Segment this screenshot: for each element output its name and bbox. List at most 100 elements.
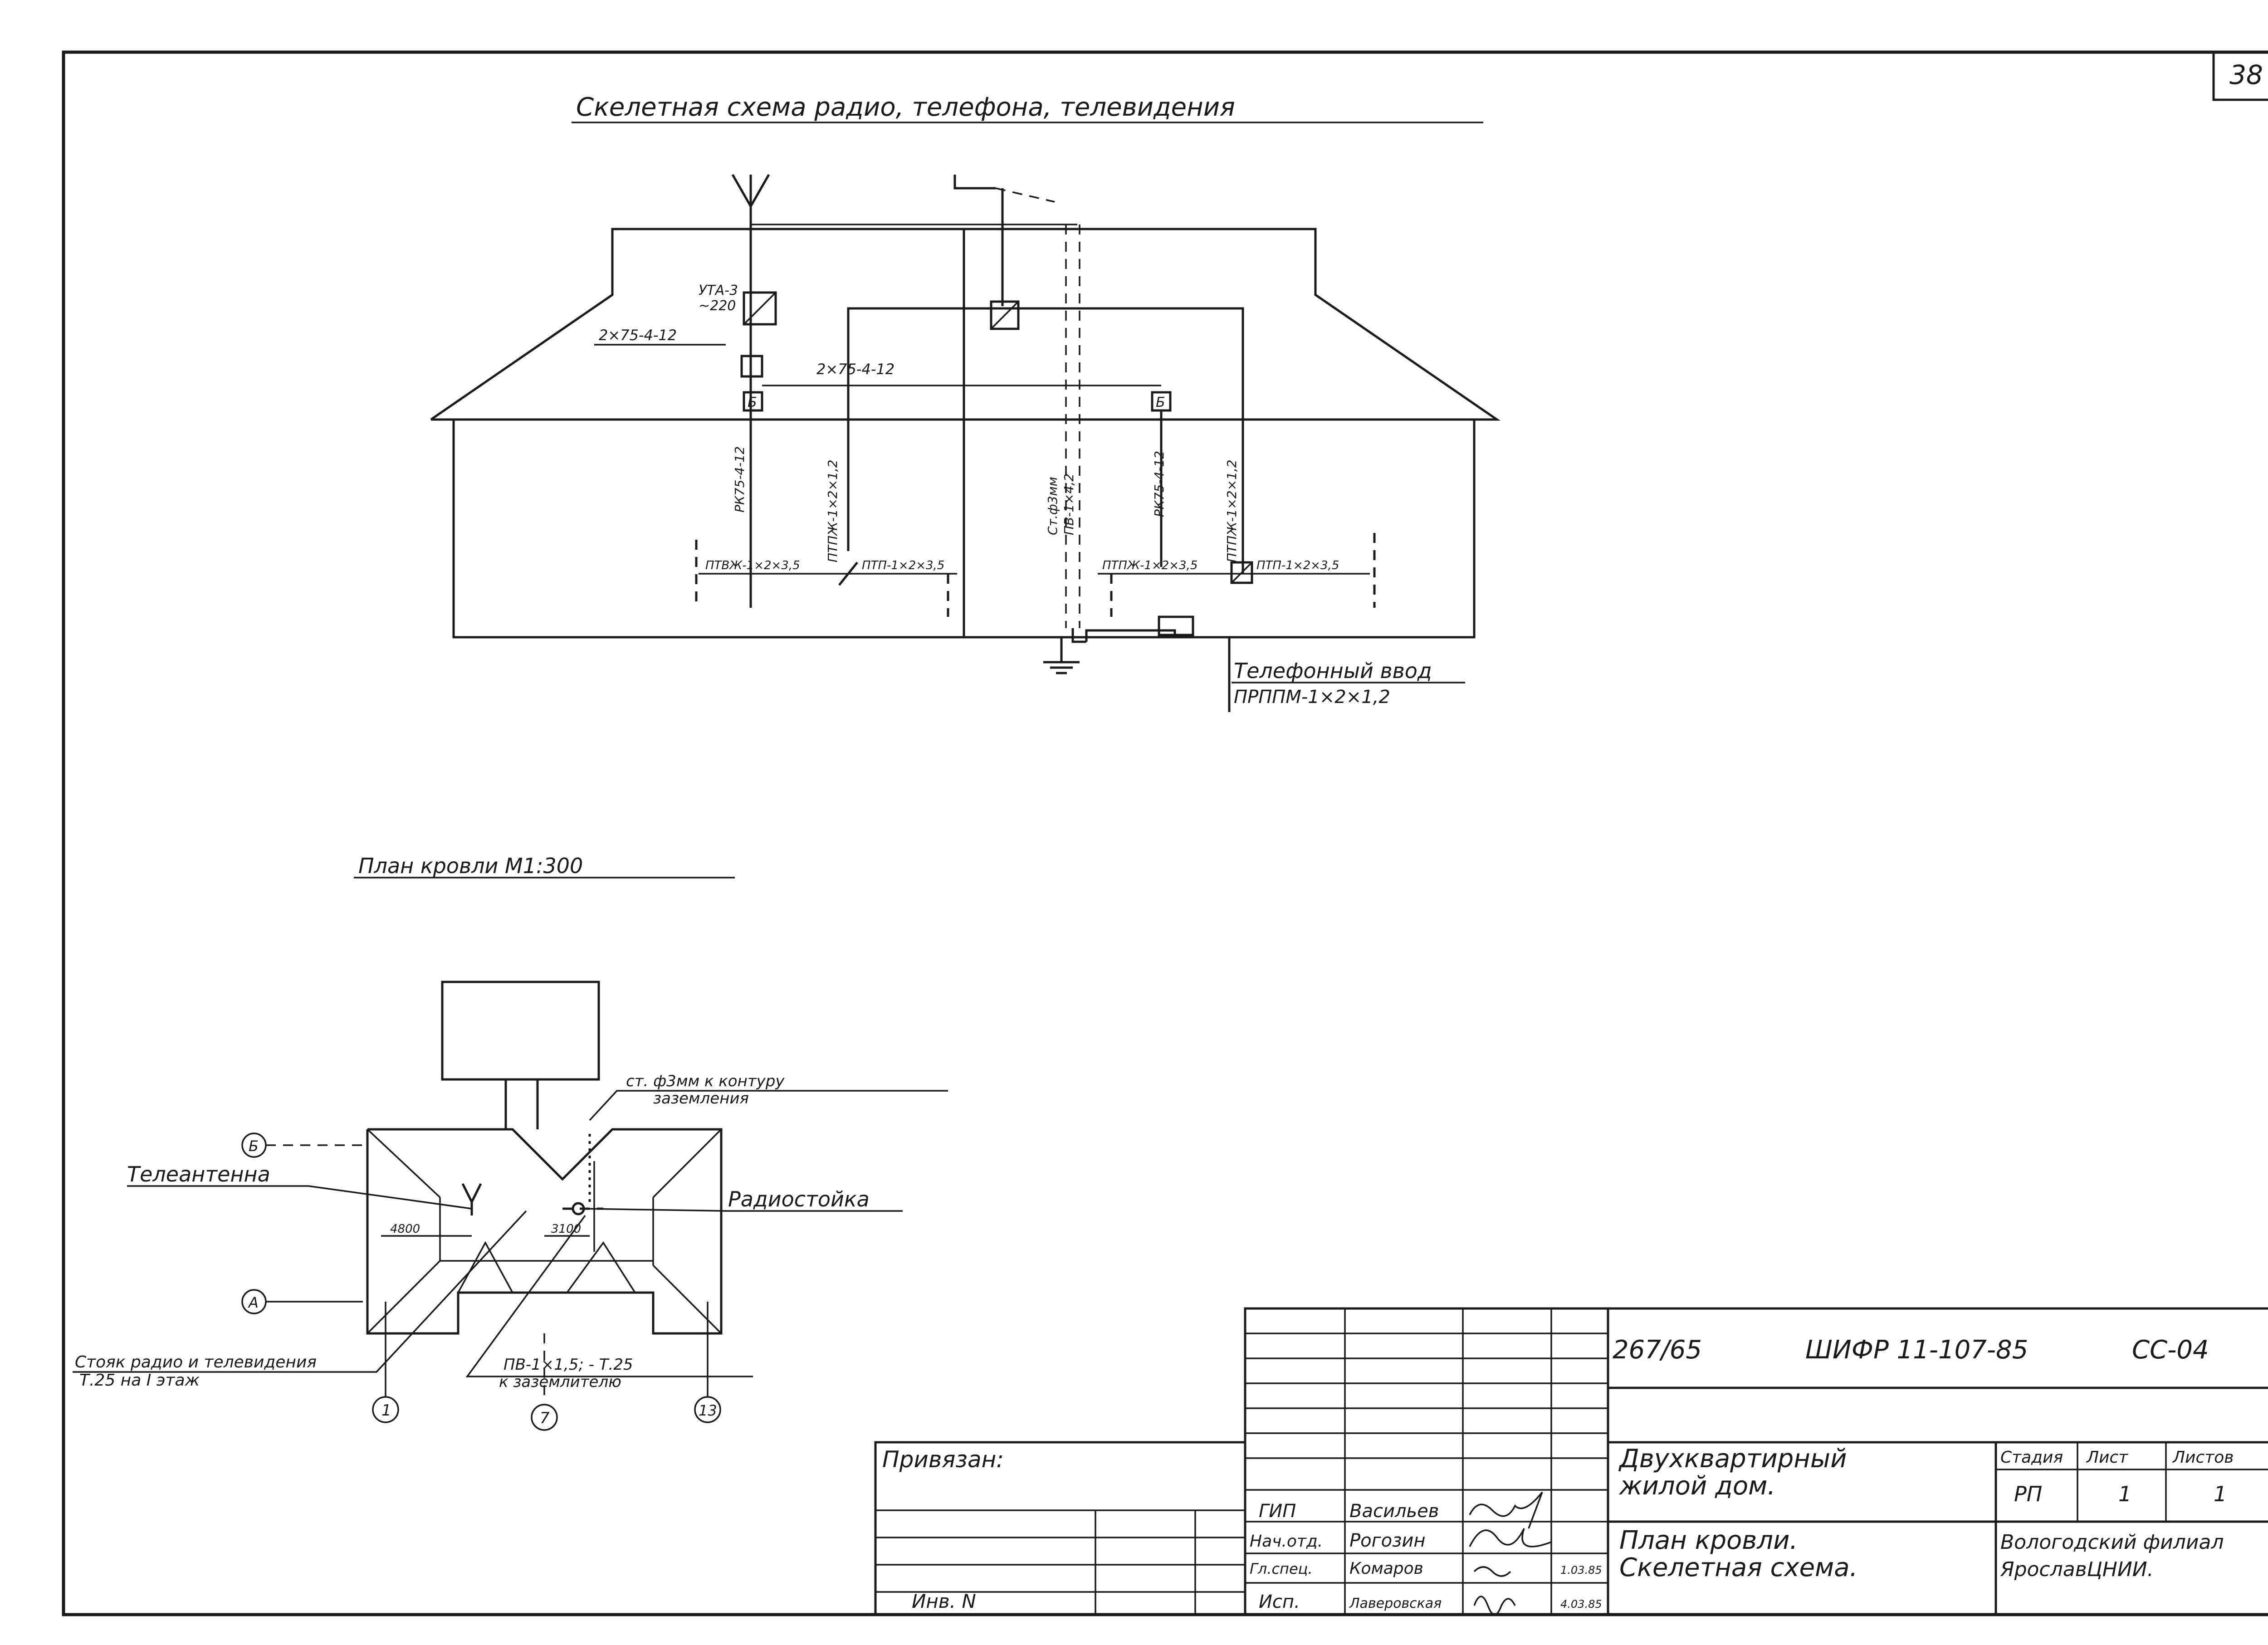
sheet-number-box: [2212, 51, 2268, 101]
sheets-header: Листов: [2172, 1448, 2234, 1467]
sig-role: Нач.отд.: [1250, 1532, 1323, 1551]
sheet-number: 38: [2229, 59, 2263, 90]
skeleton-scheme-title: Скелетная схема радио, телефона, телевид…: [576, 93, 1235, 122]
branch-right-transformer: [1230, 561, 1253, 584]
riser-left2-label: ПТПЖ-1×2×1,2: [825, 459, 840, 562]
splitter-box: [740, 355, 763, 378]
sig-name: Васильев: [1349, 1501, 1439, 1522]
sig-role: Исп.: [1259, 1591, 1300, 1612]
riser-left-label: РК75-4-12: [732, 446, 747, 513]
roof-plan: План кровли М1:300 Телеантенна Радиостой…: [73, 854, 948, 1431]
radio-transformer-diag: [990, 301, 1019, 330]
inv-label: Инв. N: [912, 1590, 976, 1612]
bound-frame: [874, 1441, 1246, 1616]
roof-outline: [366, 1128, 723, 1335]
valley-left: [457, 1241, 513, 1293]
hip-line: [367, 1128, 441, 1198]
stage-value: РП: [2014, 1482, 2042, 1506]
sheet-value: 1: [2118, 1482, 2131, 1506]
branch-right-a-label: ПТПЖ-1×2×3,5: [1102, 559, 1198, 572]
roof-plan-title: План кровли М1:300: [358, 854, 583, 878]
annex-block: [441, 981, 600, 1081]
sig-name: Комаров: [1349, 1559, 1423, 1578]
outlet-box-left: [743, 391, 763, 412]
sig-date: 1.03.85: [1560, 1564, 1602, 1577]
riser-right2-label: ПТПЖ-1×2×1,2: [1224, 459, 1239, 562]
signature-scribble: [1469, 1491, 1543, 1529]
signature-scribble: [1473, 1596, 1516, 1616]
ground-note-leader: [589, 1090, 948, 1121]
building-roof-outline: [430, 228, 1501, 421]
phone-junction-box: [1158, 615, 1194, 636]
amplifier-diag: [743, 292, 777, 325]
stage-header: Стадия: [2000, 1448, 2063, 1467]
axis-marker-1: [372, 1396, 399, 1423]
axis-marker-13: [694, 1396, 721, 1423]
hip-line: [367, 1260, 441, 1334]
axis-label-1: 1: [381, 1401, 391, 1420]
sig-role: ГИП: [1259, 1501, 1296, 1522]
ground-lead: [1071, 628, 1086, 643]
phone-line: [1085, 629, 1231, 712]
riser-note-leader: [73, 1210, 527, 1373]
amplifier-label: УТА-3~220: [699, 283, 738, 314]
axis-marker-7: [531, 1404, 558, 1431]
hip-line: [652, 1128, 722, 1198]
sheet-header: Лист: [2086, 1448, 2128, 1467]
dim-mid: 3100: [551, 1222, 581, 1236]
radio-stand-leader: [585, 1208, 903, 1212]
axis-label-7: 7: [540, 1409, 550, 1427]
title-block: Привязан: Инв. N 267/65 ШИФР 11-107-85 С…: [874, 1307, 2268, 1616]
radio-stand-dash: [995, 187, 1055, 203]
branch-left-b-label: ПТП-1×2×3,5: [862, 559, 944, 572]
signature-scribble: [1469, 1528, 1552, 1547]
amplifier-box: [743, 291, 777, 326]
signature-scribble: [1473, 1566, 1511, 1577]
hip-line: [652, 1264, 722, 1334]
sheet-frame: [62, 50, 2268, 1616]
cable-mid-label: 2×75-4-12: [816, 361, 894, 378]
branch-left-a-label: ПТВЖ-1×2×3,5: [705, 559, 800, 572]
sig-name: Лаверовская: [1349, 1596, 1442, 1611]
phone-input-label: Телефонный ввод: [1234, 659, 1432, 683]
tv-antenna-label: Телеантенна: [127, 1162, 270, 1186]
sheets-value: 1: [2214, 1482, 2227, 1506]
radio-stand-label: Радиостойка: [728, 1187, 870, 1211]
branch-left-transformer: [838, 561, 858, 586]
cable-top-label: 2×75-4-12: [599, 327, 677, 344]
axis-label-b: Б: [249, 1137, 259, 1155]
skeleton-scheme: Скелетная схема радио, телефона, телевид…: [430, 93, 1501, 712]
radio-transformer: [990, 300, 1020, 330]
tv-antenna-leader: [127, 1185, 472, 1210]
branch-right-transformer-diag: [1231, 561, 1253, 584]
axis-label-13: 13: [699, 1402, 717, 1419]
axis-label-a: А: [248, 1294, 259, 1311]
phone-cable-label: ПРППМ-1×2×1,2: [1234, 687, 1390, 708]
sig-role: Гл.спец.: [1250, 1560, 1313, 1577]
pv-note-leader: [465, 1215, 753, 1377]
riser-right1-label: РК75-4-12: [1152, 451, 1167, 517]
drawing-code: ШИФР 11-107-85: [1805, 1335, 2028, 1365]
sig-date: 4.03.85: [1560, 1598, 1602, 1611]
sig-name: Рогозин: [1349, 1530, 1426, 1551]
outlet-box-right-label: Б: [1156, 395, 1165, 410]
ridge-lines: [439, 1197, 653, 1262]
tv-antenna-plan-icon: [461, 1183, 482, 1205]
outlet-box-left-label: Б: [748, 395, 757, 410]
radio-stand: [953, 175, 996, 190]
sheet-code: СС-04: [2132, 1335, 2209, 1365]
bound-label: Привязан:: [882, 1446, 1004, 1473]
ref-number: 267/65: [1613, 1335, 1702, 1365]
dim-left: 4800: [390, 1222, 420, 1236]
valley-right: [566, 1241, 636, 1294]
branch-right-b-label: ПТП-1×2×3,5: [1256, 559, 1339, 572]
radio-feeder: [847, 307, 1244, 574]
drawing-name: План кровли.Скелетная схема.: [1619, 1526, 1857, 1582]
